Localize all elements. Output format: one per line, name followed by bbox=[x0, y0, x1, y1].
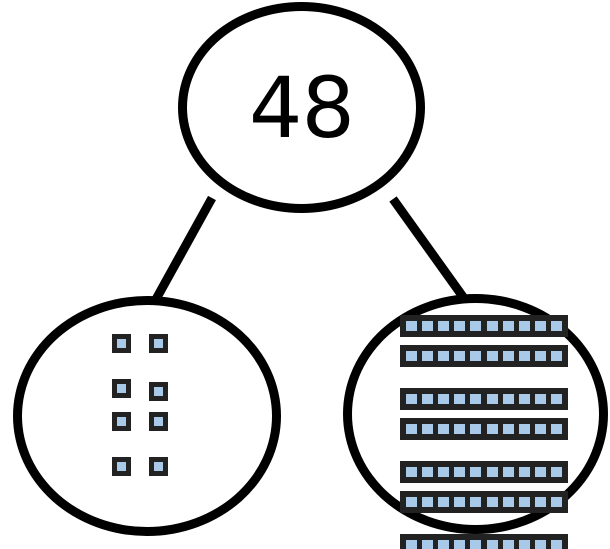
rod-unit-cell bbox=[549, 319, 565, 333]
rod-unit-cell bbox=[435, 349, 451, 363]
rod-unit-cell bbox=[549, 392, 565, 406]
rod-unit-cell bbox=[516, 349, 532, 363]
rod-unit-cell bbox=[484, 349, 500, 363]
rod-unit-cell bbox=[533, 319, 549, 333]
rod-unit-cell bbox=[435, 538, 451, 549]
rod-unit-cell bbox=[435, 465, 451, 479]
rod-unit-cell bbox=[533, 349, 549, 363]
rod-unit-cell bbox=[419, 349, 435, 363]
rod-unit-cell bbox=[403, 465, 419, 479]
rod-unit-cell bbox=[435, 495, 451, 509]
rod-unit-cell bbox=[516, 495, 532, 509]
rod-unit-cell bbox=[452, 392, 468, 406]
edge-root-to-ones bbox=[151, 195, 216, 304]
rod-unit-cell bbox=[549, 538, 565, 549]
root-node-circle[interactable] bbox=[178, 2, 425, 213]
rod-unit-cell bbox=[484, 319, 500, 333]
rod-unit-cell bbox=[452, 465, 468, 479]
rod-unit-cell bbox=[533, 392, 549, 406]
rod-unit-cell bbox=[484, 465, 500, 479]
rod-unit-cell bbox=[484, 422, 500, 436]
rod-unit-cell bbox=[500, 392, 516, 406]
ten-rod bbox=[400, 461, 568, 483]
rod-unit-cell bbox=[452, 349, 468, 363]
rod-unit-cell bbox=[452, 538, 468, 549]
unit-cube bbox=[112, 334, 131, 353]
rod-unit-cell bbox=[500, 465, 516, 479]
rod-unit-cell bbox=[403, 319, 419, 333]
ten-rod bbox=[400, 388, 568, 410]
edge-root-to-tens bbox=[389, 196, 470, 304]
rod-unit-cell bbox=[500, 422, 516, 436]
rod-unit-cell bbox=[419, 422, 435, 436]
unit-cube bbox=[149, 457, 168, 476]
rod-unit-cell bbox=[533, 495, 549, 509]
rod-unit-cell bbox=[516, 392, 532, 406]
rod-unit-cell bbox=[516, 319, 532, 333]
rod-unit-cell bbox=[468, 349, 484, 363]
rod-unit-cell bbox=[549, 349, 565, 363]
rod-unit-cell bbox=[435, 392, 451, 406]
rod-unit-cell bbox=[533, 538, 549, 549]
ones-node-circle[interactable] bbox=[13, 296, 281, 536]
rod-unit-cell bbox=[516, 538, 532, 549]
rod-unit-cell bbox=[419, 495, 435, 509]
unit-cube bbox=[149, 334, 168, 353]
rod-unit-cell bbox=[419, 538, 435, 549]
rod-unit-cell bbox=[452, 319, 468, 333]
rod-unit-cell bbox=[468, 392, 484, 406]
rod-unit-cell bbox=[468, 422, 484, 436]
unit-cube bbox=[149, 382, 168, 401]
rod-unit-cell bbox=[500, 319, 516, 333]
tens-rod-group bbox=[343, 294, 608, 549]
rod-unit-cell bbox=[533, 465, 549, 479]
unit-cube bbox=[112, 379, 131, 398]
rod-unit-cell bbox=[549, 422, 565, 436]
unit-cube bbox=[149, 412, 168, 431]
rod-unit-cell bbox=[500, 538, 516, 549]
rod-unit-cell bbox=[500, 495, 516, 509]
ten-rod bbox=[400, 315, 568, 337]
rod-unit-cell bbox=[533, 422, 549, 436]
ones-unit-cube-group bbox=[13, 296, 281, 536]
rod-unit-cell bbox=[452, 495, 468, 509]
rod-unit-cell bbox=[549, 495, 565, 509]
rod-unit-cell bbox=[484, 495, 500, 509]
rod-unit-cell bbox=[484, 538, 500, 549]
rod-unit-cell bbox=[516, 465, 532, 479]
rod-unit-cell bbox=[468, 495, 484, 509]
ten-rod bbox=[400, 418, 568, 440]
rod-unit-cell bbox=[484, 392, 500, 406]
ten-rod bbox=[400, 491, 568, 513]
rod-unit-cell bbox=[435, 319, 451, 333]
rod-unit-cell bbox=[468, 465, 484, 479]
rod-unit-cell bbox=[468, 319, 484, 333]
rod-unit-cell bbox=[500, 349, 516, 363]
rod-unit-cell bbox=[403, 538, 419, 549]
rod-unit-cell bbox=[403, 422, 419, 436]
rod-unit-cell bbox=[403, 495, 419, 509]
unit-cube bbox=[112, 412, 131, 431]
rod-unit-cell bbox=[403, 349, 419, 363]
rod-unit-cell bbox=[549, 465, 565, 479]
tens-node-circle[interactable] bbox=[343, 294, 608, 534]
ten-rod bbox=[400, 534, 568, 549]
unit-cube bbox=[112, 457, 131, 476]
root-node-value: 48 bbox=[249, 58, 355, 157]
rod-unit-cell bbox=[435, 422, 451, 436]
rod-unit-cell bbox=[419, 392, 435, 406]
ten-rod bbox=[400, 345, 568, 367]
rod-unit-cell bbox=[419, 319, 435, 333]
rod-unit-cell bbox=[452, 422, 468, 436]
rod-unit-cell bbox=[403, 392, 419, 406]
rod-unit-cell bbox=[516, 422, 532, 436]
rod-unit-cell bbox=[419, 465, 435, 479]
rod-unit-cell bbox=[468, 538, 484, 549]
